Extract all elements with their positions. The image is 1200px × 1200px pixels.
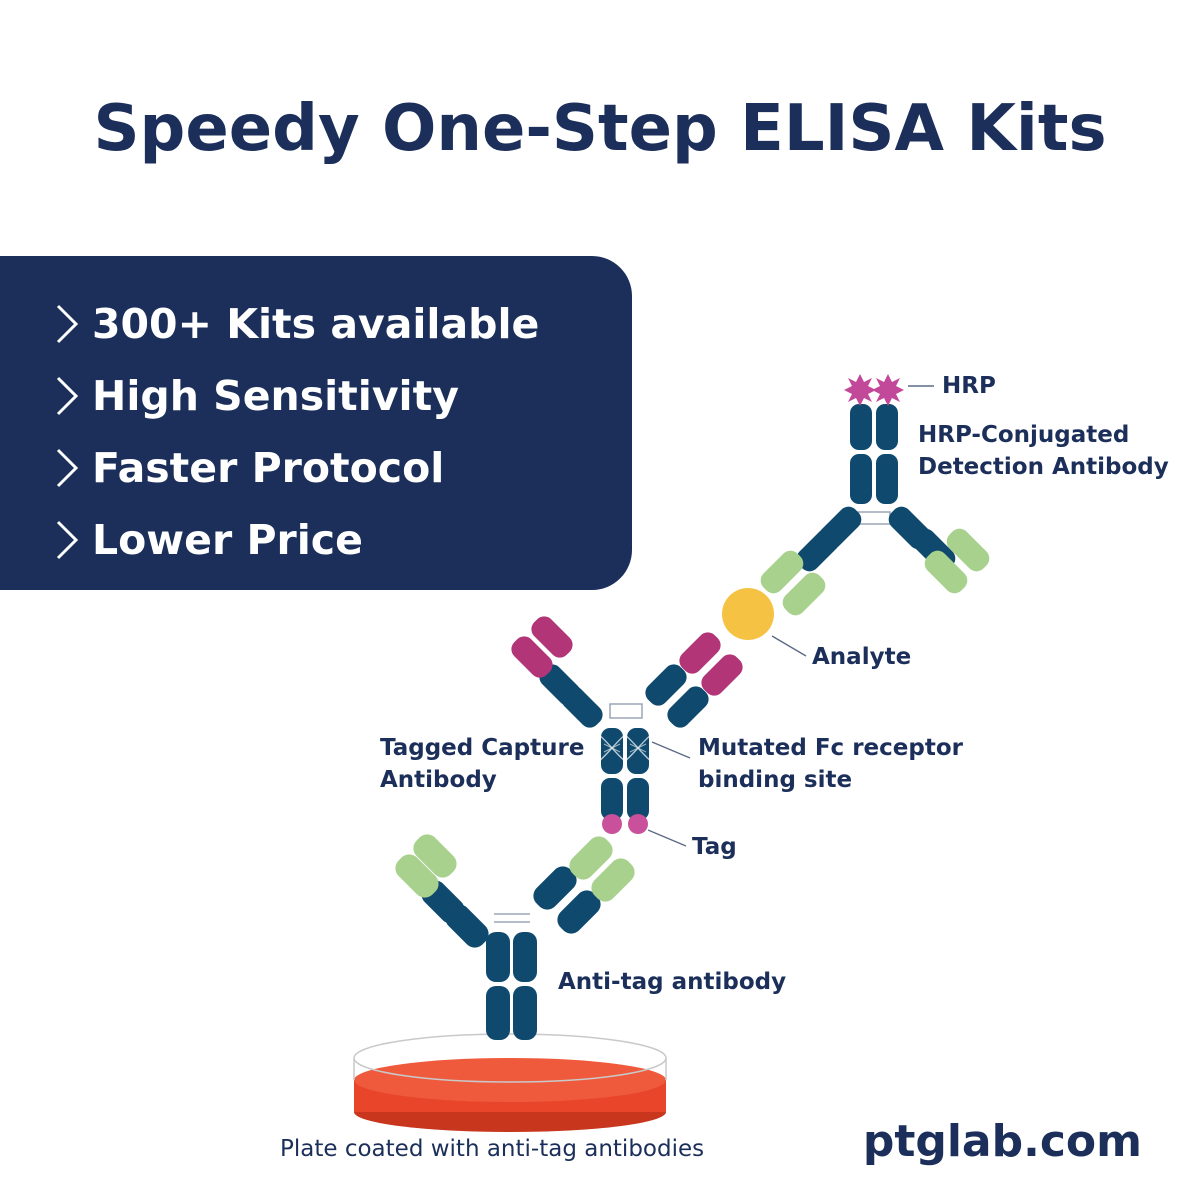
label-fc-line1: Mutated Fc receptor — [698, 735, 963, 761]
feature-list: 300+ Kits available High Sensitivity Fas… — [52, 288, 539, 576]
anti-tag-antibody — [395, 834, 635, 1040]
label-detection-line2: Detection Antibody — [918, 454, 1169, 480]
label-tag: Tag — [692, 834, 737, 860]
label-capture-line2: Antibody — [380, 767, 497, 793]
tag-dot — [628, 814, 648, 834]
leader-lines — [647, 385, 934, 847]
detection-antibody — [760, 404, 990, 616]
feature-label: 300+ Kits available — [92, 300, 540, 348]
feature-label: Faster Protocol — [92, 444, 445, 492]
feature-label: High Sensitivity — [92, 372, 459, 420]
label-hrp: HRP — [942, 373, 996, 399]
feature-item-protocol: Faster Protocol — [52, 432, 539, 504]
tag-dot — [602, 814, 622, 834]
chevron-right-icon — [56, 448, 79, 488]
feature-item-sensitivity: High Sensitivity — [52, 360, 539, 432]
feature-item-price: Lower Price — [52, 504, 539, 576]
website-link[interactable]: ptglab.com — [862, 1116, 1142, 1167]
features-panel — [0, 256, 632, 590]
plate — [353, 1033, 667, 1132]
feature-item-kits: 300+ Kits available — [52, 288, 539, 360]
feature-label: Lower Price — [92, 516, 363, 564]
page-title: Speedy One-Step ELISA Kits — [93, 92, 1107, 166]
chevron-right-icon — [56, 376, 79, 416]
label-fc-line2: binding site — [698, 767, 853, 793]
plate-caption: Plate coated with anti-tag antibodies — [280, 1136, 705, 1162]
chevron-right-icon — [56, 520, 79, 560]
chevron-right-icon — [56, 304, 79, 344]
analyte-sphere — [722, 588, 774, 640]
label-anti-tag: Anti-tag antibody — [558, 969, 787, 995]
label-analyte: Analyte — [812, 644, 912, 670]
label-detection-line1: HRP-Conjugated — [918, 422, 1130, 448]
tagged-capture-antibody — [511, 616, 743, 834]
hrp-star-icon — [844, 374, 904, 406]
label-capture-line1: Tagged Capture — [380, 735, 585, 761]
